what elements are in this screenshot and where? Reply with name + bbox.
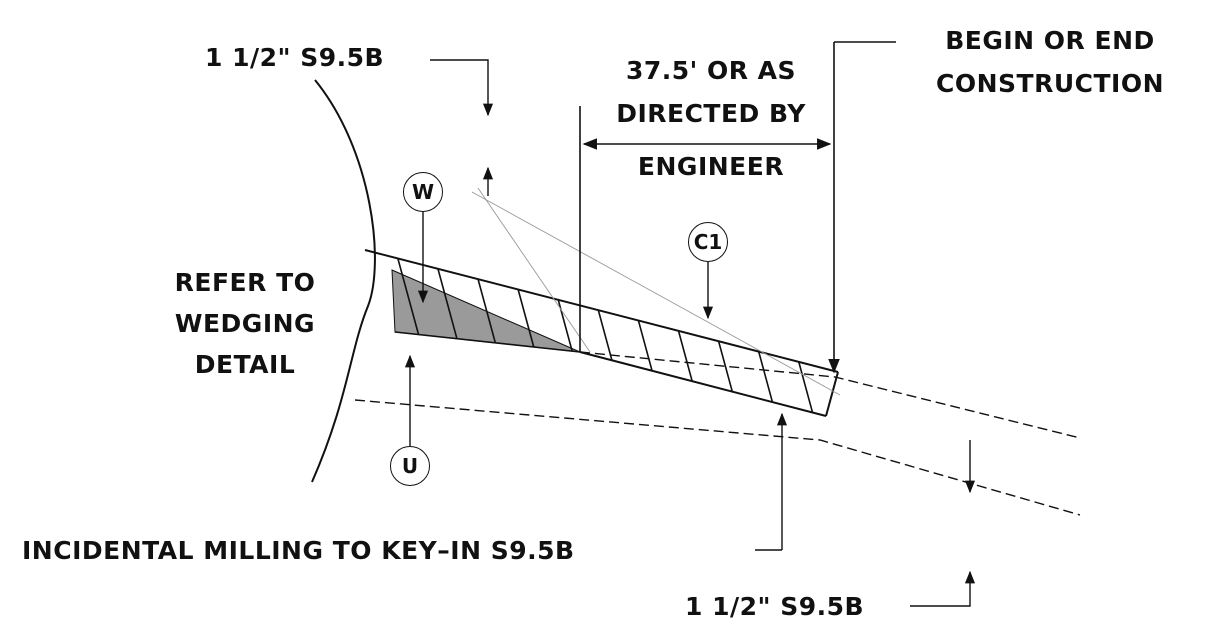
overlay-top-line xyxy=(364,249,839,373)
distance-label-line3: ENGINEER xyxy=(637,152,785,181)
pavement-edge-curve xyxy=(311,79,376,483)
refer-label-line3: DETAIL xyxy=(194,350,296,379)
begin-end-label-line1: BEGIN OR END xyxy=(945,26,1155,55)
overlay-bottom-line xyxy=(579,351,827,417)
overlay-end-taper xyxy=(825,371,839,417)
top-thickness-label: 1 1/2" S9.5B xyxy=(205,43,385,72)
bottom-thickness-leader xyxy=(910,570,976,607)
refer-label-line2: WEDGING xyxy=(174,309,316,338)
course-callout-circle: C1 xyxy=(688,222,728,262)
refer-label-line1: REFER TO xyxy=(174,268,316,297)
distance-label-line2: DIRECTED BY xyxy=(616,99,806,128)
begin-end-label-line2: CONSTRUCTION xyxy=(935,69,1164,98)
top-thickness-leader xyxy=(430,59,494,117)
taper-guide-line xyxy=(477,187,591,353)
base-surface-dashed xyxy=(354,399,1081,516)
taper-guide-line xyxy=(471,191,841,396)
wedge-callout-circle: W xyxy=(403,172,443,212)
distance-label-line1: 37.5' OR AS xyxy=(625,56,797,85)
existing-surface-dashed xyxy=(579,351,1081,439)
bottom-thickness-label: 1 1/2" S9.5B xyxy=(685,592,865,621)
underlay-callout-circle: U xyxy=(390,446,430,486)
milling-label: INCIDENTAL MILLING TO KEY–IN S9.5B xyxy=(22,536,575,565)
wedge-bottom-line xyxy=(394,331,581,353)
